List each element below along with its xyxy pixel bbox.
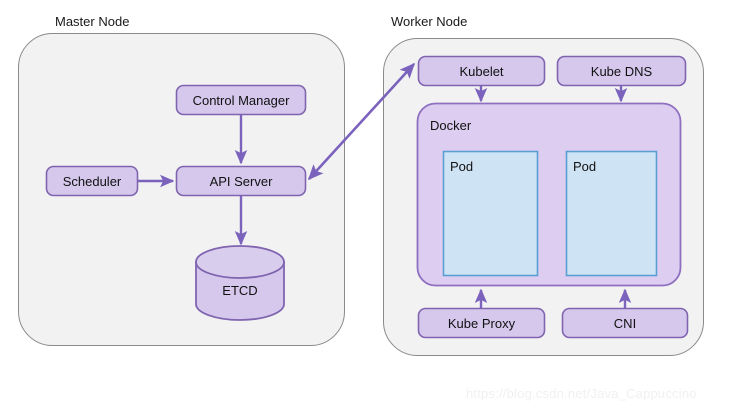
pod-left-box[interactable] — [442, 150, 539, 277]
etcd-cylinder[interactable] — [195, 245, 285, 321]
watermark-text: https://blog.csdn.net/Java_Cappuccino — [466, 386, 697, 401]
pod-right-box[interactable] — [565, 150, 658, 277]
control-manager-box[interactable] — [175, 84, 307, 116]
scheduler-box[interactable] — [45, 165, 139, 197]
kubelet-box[interactable] — [417, 55, 546, 87]
cni-box[interactable] — [561, 307, 689, 339]
worker-node-title: Worker Node — [391, 14, 468, 29]
master-node-title: Master Node — [55, 14, 130, 29]
arrow-api-server-kubelet-bidirectional — [307, 62, 416, 181]
kube-proxy-box[interactable] — [417, 307, 546, 339]
kube-dns-box[interactable] — [556, 55, 687, 87]
api-server-box[interactable] — [175, 165, 307, 197]
